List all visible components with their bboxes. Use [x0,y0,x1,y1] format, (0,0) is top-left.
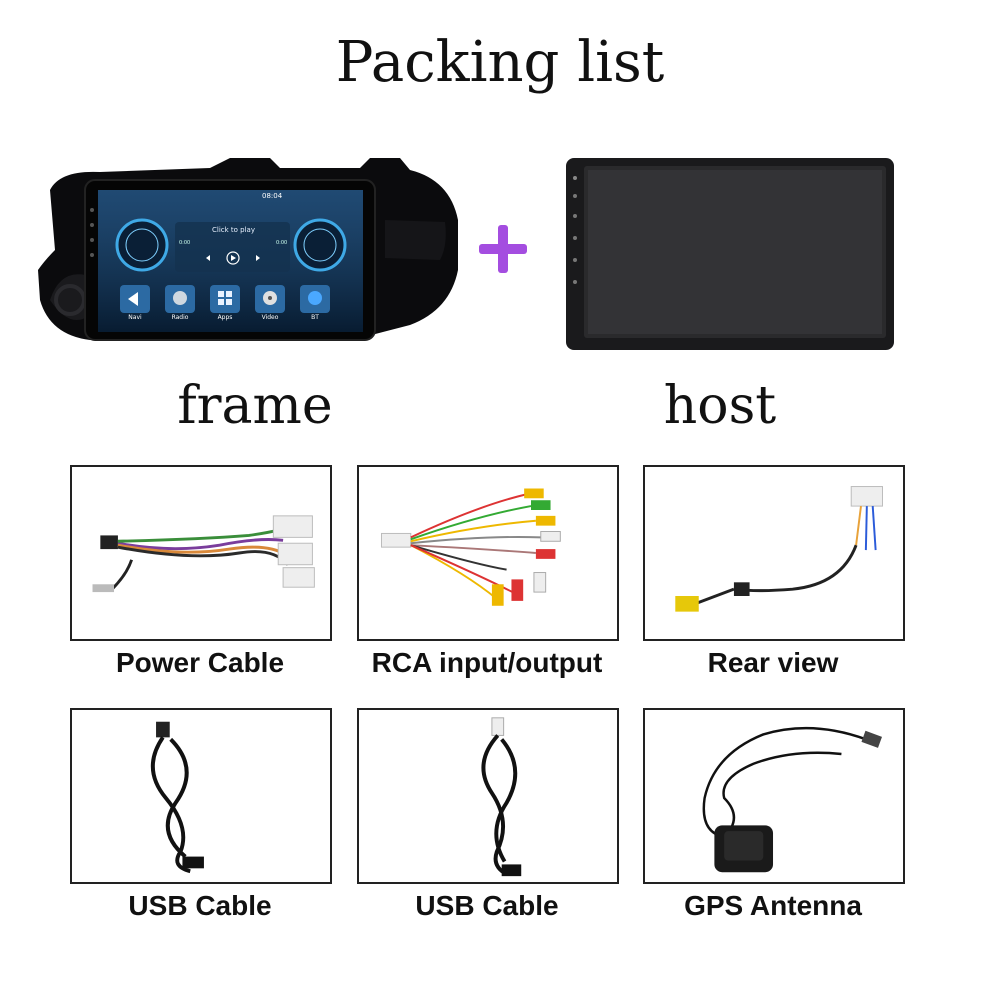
gps-antenna-icon [702,726,882,873]
item-label-gps-antenna: GPS Antenna [684,890,862,921]
frame-caption: frame [177,376,333,436]
app-label-apps[interactable]: Apps [217,314,233,321]
power-cable-image [70,465,332,641]
app-label-video[interactable]: Video [261,314,279,321]
rca-cable-icon [380,488,561,606]
item-label-power-cable: Power Cable [115,647,285,678]
status-time: 08:04 [262,192,283,200]
track-time-left: 0:00 [179,240,191,246]
click-to-play-label[interactable]: Click to play [212,226,255,234]
rear-view-cable-image [643,465,905,641]
app-label-bt[interactable]: BT [311,314,319,321]
rear-camera-cable-icon [675,486,883,612]
item-label-rear-view: Rear view [707,647,839,678]
item-label-rca: RCA input/output [371,647,603,678]
item-label-usb-cable-1: USB Cable [128,890,272,921]
frame-unit-image: 08:04 Click to play 0:00 0:00 Navi Radio… [30,150,460,350]
page-title: Packing list [335,30,665,95]
usb-cable-icon [481,717,522,877]
host-unit-image [566,158,894,350]
item-label-usb-cable-2: USB Cable [415,890,559,921]
power-harness-icon [92,515,315,593]
track-time-right: 0:00 [276,240,288,246]
usb-cable-icon [150,721,204,874]
usb-cable-image-2 [357,708,619,884]
app-label-navi[interactable]: Navi [128,314,142,321]
rca-cable-image [357,465,619,641]
plus-icon [476,222,530,276]
host-caption: host [663,376,777,436]
app-label-radio[interactable]: Radio [171,314,189,321]
usb-cable-image-1 [70,708,332,884]
gps-antenna-image [643,708,905,884]
